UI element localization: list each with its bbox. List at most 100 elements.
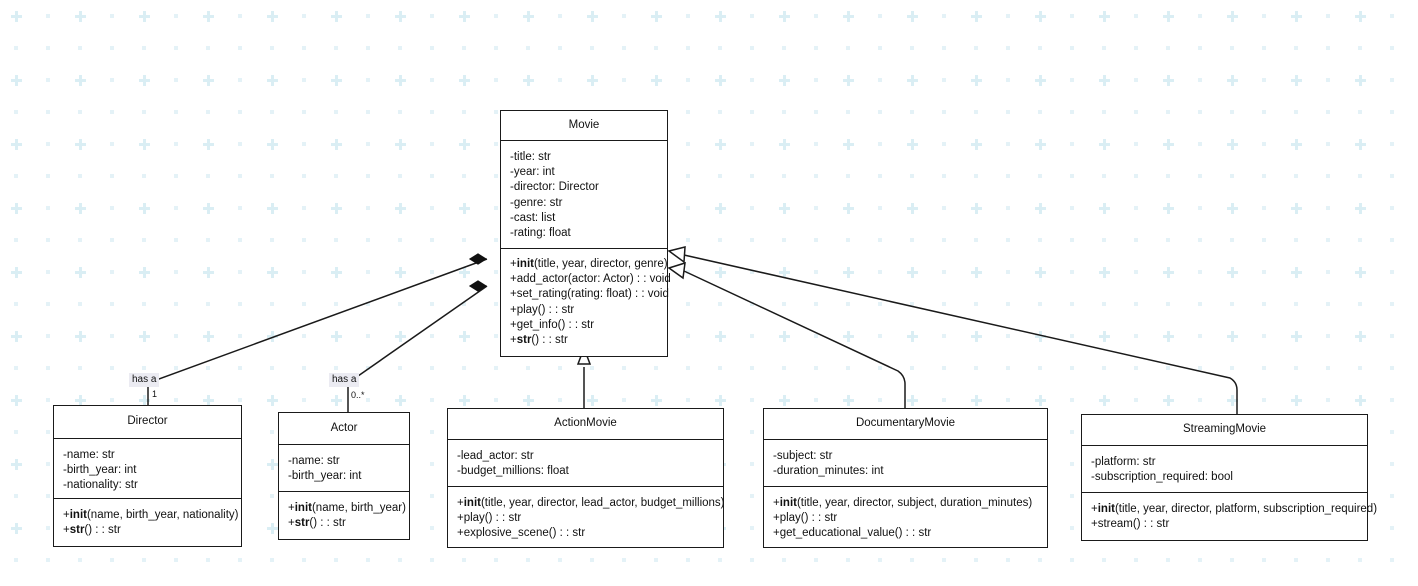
attribute-row: -title: str — [510, 151, 551, 163]
method-bold: init — [516, 258, 534, 270]
class-box-streamingmovie[interactable]: StreamingMovie -platform: str -subscript… — [1081, 414, 1377, 542]
class-box-director[interactable]: Director -name: str -birth_year: int -na… — [53, 405, 242, 547]
composition-diamond-director — [468, 253, 488, 265]
method-prefix: + — [288, 502, 295, 514]
method-suffix: (name, birth_year) — [311, 502, 406, 514]
method-suffix: (title, year, director, genre) — [533, 258, 668, 270]
method-row: +str() : : str — [288, 516, 401, 531]
edge-movie-actor-line — [347, 285, 488, 384]
class-methods-actor: +init(name, birth_year) +str() : : str — [279, 491, 409, 541]
method-prefix: +get_educational_value() : : str — [773, 527, 932, 540]
edge-label-movie-actor: has a — [329, 373, 360, 387]
class-attributes-documentarymovie: -subject: str -duration_minutes: int — [764, 440, 1047, 486]
class-methods-documentarymovie: +init(title, year, director, subject, du… — [764, 486, 1047, 549]
method-bold: str — [69, 524, 85, 537]
edge-streamingmovie-movie-line — [683, 254, 1238, 414]
class-name-text: DocumentaryMovie — [855, 417, 956, 430]
inheritance-arrow-documentarymovie — [667, 261, 686, 280]
class-attributes-movie: -title: str -year: int -director: Direct… — [501, 141, 667, 248]
class-title-movie: Movie — [501, 111, 667, 141]
method-row: +explosive_scene() : : str — [457, 526, 715, 541]
class-methods-streamingmovie: +init(title, year, director, platform, s… — [1082, 492, 1377, 542]
class-box-actionmovie[interactable]: ActionMovie -lead_actor: str -budget_mil… — [447, 408, 725, 549]
method-row: +init(title, year, director, lead_actor,… — [457, 496, 725, 511]
method-suffix: (title, year, director, platform, subscr… — [1114, 503, 1378, 515]
method-bold: init — [69, 509, 87, 521]
method-prefix: + — [457, 497, 464, 509]
attribute-row: -name: str — [288, 455, 340, 467]
class-title-streamingmovie: StreamingMovie — [1082, 415, 1367, 446]
method-row: +get_educational_value() : : str — [773, 526, 1039, 541]
method-bold: init — [1097, 503, 1115, 515]
method-suffix: (title, year, director, lead_actor, budg… — [480, 497, 725, 509]
attribute-row: -lead_actor: str — [457, 450, 534, 462]
method-prefix: +play() : : str — [457, 512, 522, 525]
class-methods-movie: +init(title, year, director, genre) +add… — [501, 248, 671, 356]
inheritance-arrow-streamingmovie — [667, 246, 686, 264]
attribute-row: -birth_year: int — [288, 470, 362, 483]
method-bold: init — [779, 497, 797, 509]
method-prefix: +play() : : str — [510, 303, 575, 316]
method-row: +str() : : str — [63, 523, 233, 538]
method-bold: init — [463, 497, 481, 509]
class-title-actor: Actor — [279, 413, 409, 445]
attribute-row: -cast: list — [510, 211, 556, 224]
method-row: +init(title, year, director, genre) — [510, 257, 668, 272]
method-suffix: (name, birth_year, nationality) — [86, 509, 239, 521]
multiplicity-movie-actor: 0..* — [351, 390, 365, 400]
method-bold: str — [294, 517, 310, 530]
method-suffix: (title, year, director, subject, duratio… — [796, 497, 1033, 509]
method-row: +init(name, birth_year) — [288, 501, 406, 516]
class-attributes-director: -name: str -birth_year: int -nationality… — [54, 439, 241, 498]
method-prefix: + — [510, 334, 517, 347]
class-box-documentarymovie[interactable]: DocumentaryMovie -subject: str -duration… — [763, 408, 1048, 548]
attribute-row: -rating: float — [510, 227, 571, 240]
method-row: +set_rating(rating: float) : : void — [510, 287, 669, 302]
attribute-row: -platform: str — [1091, 456, 1156, 468]
edge-movie-director-line — [147, 258, 488, 384]
class-attributes-actionmovie: -lead_actor: str -budget_millions: float — [448, 440, 723, 486]
class-attributes-actor: -name: str -birth_year: int — [279, 445, 409, 491]
class-name-text: Actor — [330, 421, 358, 434]
attribute-row: -year: int — [510, 166, 555, 179]
edge-documentarymovie-movie-line — [683, 270, 906, 408]
class-box-movie[interactable]: Movie -title: str -year: int -director: … — [500, 110, 671, 357]
method-row: +str() : : str — [510, 333, 659, 348]
class-box-actor[interactable]: Actor -name: str -birth_year: int +init(… — [278, 412, 410, 540]
method-row: +get_info() : : str — [510, 318, 659, 333]
method-row: +play() : : str — [457, 511, 715, 526]
method-bold: init — [294, 502, 312, 514]
class-methods-actionmovie: +init(title, year, director, lead_actor,… — [448, 486, 725, 549]
attribute-row: -director: Director — [510, 181, 599, 194]
class-title-actionmovie: ActionMovie — [448, 409, 723, 440]
method-row: +add_actor(actor: Actor) : : void — [510, 272, 671, 287]
method-row: +init(title, year, director, platform, s… — [1091, 502, 1377, 517]
method-prefix: + — [63, 509, 70, 521]
method-suffix: () : : str — [84, 524, 121, 537]
method-suffix: () : : str — [531, 334, 568, 347]
method-prefix: +get_info() : : str — [510, 318, 595, 331]
method-suffix: () : : str — [309, 517, 346, 530]
method-prefix: + — [1091, 503, 1098, 515]
class-name-text: ActionMovie — [554, 417, 617, 430]
method-prefix: + — [510, 258, 517, 270]
method-row: +init(name, birth_year, nationality) — [63, 508, 238, 523]
attribute-row: -subscription_required: bool — [1091, 471, 1233, 484]
attribute-row: -birth_year: int — [63, 464, 137, 477]
method-prefix: + — [63, 524, 70, 537]
class-methods-director: +init(name, birth_year, nationality) +st… — [54, 498, 241, 548]
method-prefix: +add_actor(actor: Actor) : : void — [510, 273, 671, 286]
attribute-row: -nationality: str — [63, 479, 138, 492]
method-prefix: +set_rating(rating: float) : : void — [510, 288, 669, 301]
class-attributes-streamingmovie: -platform: str -subscription_required: b… — [1082, 446, 1367, 492]
multiplicity-movie-director: 1 — [152, 389, 158, 399]
class-name-text: StreamingMovie — [1182, 423, 1267, 436]
class-name-text: Director — [127, 415, 168, 428]
class-title-documentarymovie: DocumentaryMovie — [764, 409, 1047, 440]
attribute-row: -budget_millions: float — [457, 465, 569, 478]
attribute-row: -duration_minutes: int — [773, 465, 884, 478]
composition-diamond-actor — [468, 280, 488, 292]
method-row: +stream() : : str — [1091, 517, 1359, 532]
attribute-row: -name: str — [63, 449, 115, 461]
edge-label-movie-director: has a — [129, 373, 160, 387]
